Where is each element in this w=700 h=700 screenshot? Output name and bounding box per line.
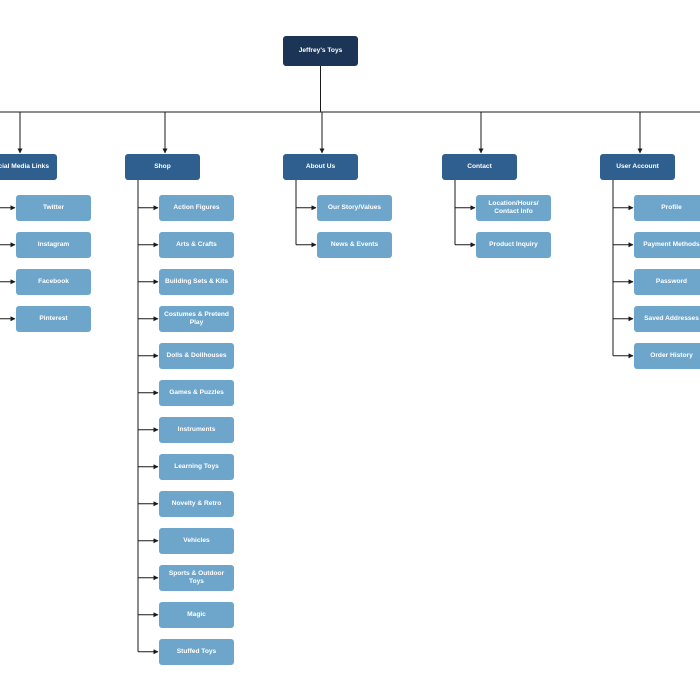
leaf-product-inquiry: Product Inquiry: [476, 232, 551, 258]
leaf-saved-addresses: Saved Addresses: [634, 306, 700, 332]
leaf-password: Password: [634, 269, 700, 295]
leaf-stuffed-toys: Stuffed Toys: [159, 639, 234, 665]
category-social-media-links: Social Media Links: [0, 154, 57, 180]
root-node: Jeffrey's Toys: [283, 36, 358, 66]
leaf-sports-outdoor-toys: Sports & Outdoor Toys: [159, 565, 234, 591]
leaf-arts-crafts: Arts & Crafts: [159, 232, 234, 258]
leaf-news-events: News & Events: [317, 232, 392, 258]
leaf-action-figures: Action Figures: [159, 195, 234, 221]
leaf-profile: Profile: [634, 195, 700, 221]
leaf-magic: Magic: [159, 602, 234, 628]
leaf-dolls-dollhouses: Dolls & Dollhouses: [159, 343, 234, 369]
category-about-us: About Us: [283, 154, 358, 180]
leaf-order-history: Order History: [634, 343, 700, 369]
leaf-learning-toys: Learning Toys: [159, 454, 234, 480]
leaf-location-hours-contact-info: Location/Hours/ Contact Info: [476, 195, 551, 221]
leaf-building-sets-kits: Building Sets & Kits: [159, 269, 234, 295]
leaf-our-story-values: Our Story/Values: [317, 195, 392, 221]
leaf-pinterest: Pinterest: [16, 306, 91, 332]
category-shop: Shop: [125, 154, 200, 180]
leaf-twitter: Twitter: [16, 195, 91, 221]
leaf-instagram: Instagram: [16, 232, 91, 258]
leaf-games-puzzles: Games & Puzzles: [159, 380, 234, 406]
leaf-vehicles: Vehicles: [159, 528, 234, 554]
leaf-instruments: Instruments: [159, 417, 234, 443]
category-contact: Contact: [442, 154, 517, 180]
leaf-novelty-retro: Novelty & Retro: [159, 491, 234, 517]
category-user-account: User Account: [600, 154, 675, 180]
leaf-payment-methods: Payment Methods: [634, 232, 700, 258]
leaf-facebook: Facebook: [16, 269, 91, 295]
leaf-costumes-pretend-play: Costumes & Pretend Play: [159, 306, 234, 332]
